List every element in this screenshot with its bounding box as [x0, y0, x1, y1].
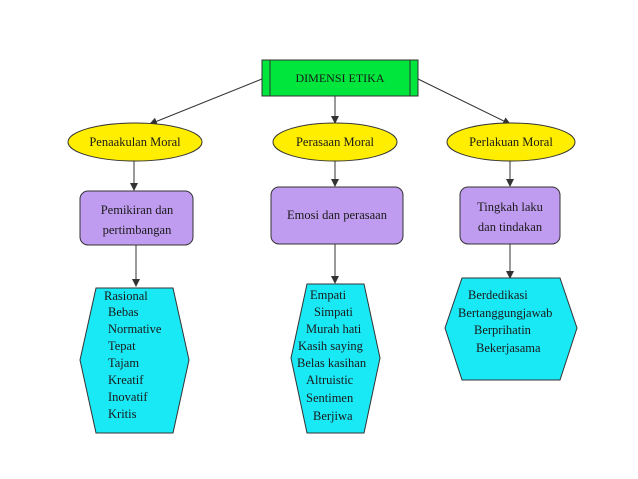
item-3-1: Berdedikasi [468, 288, 528, 302]
ellipse-node-1 [67, 122, 203, 162]
item-2-2: Simpati [314, 305, 353, 319]
box-line-1-1: Pemikiran dan [101, 203, 174, 217]
item-1-3: Normative [108, 322, 162, 336]
item-3-2: Bertanggungjawab [458, 306, 552, 320]
box-node-1 [79, 190, 194, 246]
item-2-3: Murah hati [306, 322, 362, 336]
item-2-7: Sentimen [306, 391, 354, 405]
ellipse-node-2 [272, 122, 398, 162]
column-penaakulan: Penaakulan Moral Pemikiran dan pertimban… [67, 122, 203, 434]
title-node: DIMENSI ETIKA [261, 59, 419, 97]
item-1-6: Kreatif [108, 373, 144, 387]
connector-title-to-ellipse-1 [149, 78, 263, 126]
box-node-3 [459, 186, 561, 245]
item-1-5: Tajam [108, 356, 139, 370]
box-line-1-2: pertimbangan [103, 223, 172, 237]
ellipse-label-1: Penaakulan Moral [89, 135, 181, 149]
title-text: DIMENSI ETIKA [296, 71, 385, 85]
item-1-7: Inovatif [108, 390, 148, 404]
item-1-8: Kritis [108, 407, 137, 421]
hexagon-node-1 [79, 287, 190, 434]
ellipse-label-3: Perlakuan Moral [469, 135, 553, 149]
hexagon-node-2 [290, 283, 381, 434]
connector-title-to-ellipse-3 [417, 78, 511, 125]
ellipse-label-2: Perasaan Moral [296, 135, 375, 149]
item-2-1: Empati [310, 288, 347, 302]
box-line-2-1: Emosi dan perasaan [287, 208, 388, 222]
box-line-3-2: dan tindakan [478, 220, 543, 234]
item-2-8: Berjiwa [313, 409, 353, 423]
item-3-4: Bekerjasama [476, 341, 541, 355]
column-perasaan: Perasaan Moral Emosi dan perasaan Empati… [270, 122, 404, 434]
item-2-6: Altruistic [306, 373, 354, 387]
connector-lines [130, 78, 514, 287]
item-2-5: Belas kasihan [297, 356, 367, 370]
hexagon-node-3 [444, 277, 578, 381]
column-perlakuan: Perlakuan Moral Tingkah laku dan tindaka… [444, 122, 578, 381]
item-3-3: Berprihatin [474, 323, 532, 337]
item-1-1: Rasional [104, 289, 148, 303]
box-line-3-1: Tingkah laku [477, 200, 544, 214]
item-2-4: Kasih saying [298, 339, 364, 353]
item-1-4: Tepat [108, 339, 136, 353]
item-1-2: Bebas [108, 305, 139, 319]
ellipse-node-3 [446, 122, 576, 162]
box-node-2 [270, 186, 404, 245]
